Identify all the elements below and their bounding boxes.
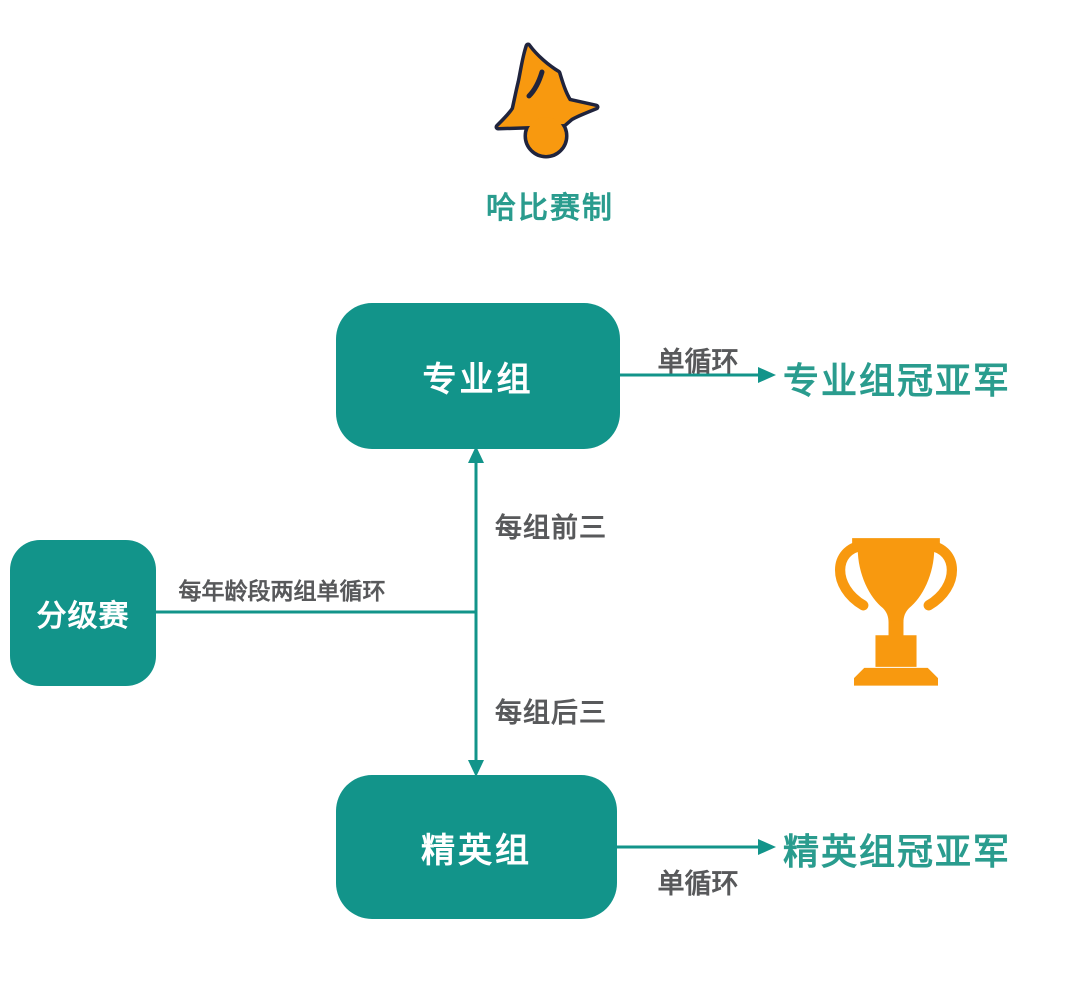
edge-label-elite-round-robin: 单循环 [657,869,739,899]
diagram-title: 哈比赛制 [486,192,614,225]
edge-label-bottom-three: 每组后三 [495,698,607,728]
edge-label-top-three: 每组前三 [495,513,607,543]
edge-label-grading-split: 每年龄段两组单循环 [178,578,386,604]
edge-label-pro-round-robin: 单循环 [657,347,739,377]
node-elite-group: 精英组 [336,775,617,919]
node-grading-label: 分级赛 [36,600,130,633]
node-elite-label: 精英组 [421,831,532,870]
result-elite-champions: 精英组冠亚军 [783,831,1012,872]
result-professional-champions: 专业组冠亚军 [783,360,1012,401]
node-grading-competition: 分级赛 [10,540,156,686]
node-professional-group: 专业组 [336,303,620,449]
node-professional-label: 专业组 [422,360,534,399]
handstand-person-icon [494,42,600,159]
trophy-icon [835,538,957,686]
arrowhead-right-elite-icon [758,839,776,855]
